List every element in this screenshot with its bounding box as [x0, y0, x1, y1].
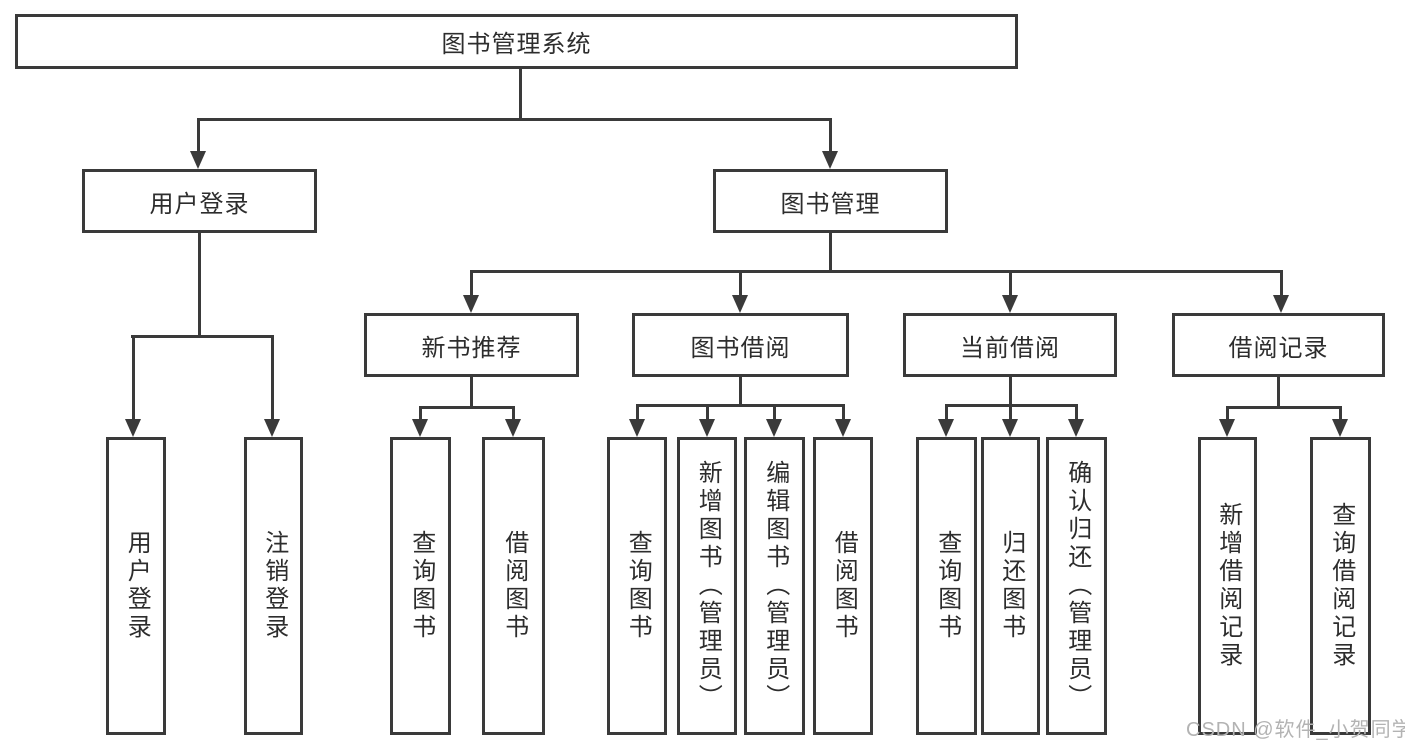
- arrowhead-down-icon: [412, 419, 428, 437]
- leaf-query-borrow-record: 查询借阅记录: [1310, 437, 1371, 735]
- connector-line: [1226, 406, 1342, 409]
- connector-line: [706, 404, 709, 421]
- connector-line: [419, 406, 422, 421]
- leaf-edit-book-admin-label: 编辑图书（管理员）: [761, 460, 789, 712]
- connector-line: [842, 404, 845, 421]
- leaf-query-book-rec-label: 查询图书: [407, 530, 435, 642]
- node-borrow-records-label: 借阅记录: [1228, 334, 1329, 362]
- node-book-mgmt-label: 图书管理: [780, 190, 881, 218]
- connector-line: [197, 118, 832, 121]
- leaf-return-book: 归还图书: [981, 437, 1040, 735]
- arrowhead-down-icon: [1002, 419, 1018, 437]
- leaf-logout: 注销登录: [244, 437, 303, 735]
- leaf-add-book-admin: 新增图书（管理员）: [677, 437, 737, 735]
- leaf-add-book-admin-label: 新增图书（管理员）: [694, 460, 722, 712]
- leaf-confirm-return-admin: 确认归还（管理员）: [1046, 437, 1107, 735]
- arrowhead-down-icon: [1002, 295, 1018, 313]
- connector-line: [1226, 406, 1229, 421]
- connector-line: [197, 118, 200, 154]
- leaf-query-book-current: 查询图书: [916, 437, 977, 735]
- connector-line: [1280, 270, 1283, 298]
- arrowhead-down-icon: [938, 419, 954, 437]
- connector-line: [945, 404, 1078, 407]
- node-book-borrow-label: 图书借阅: [690, 334, 791, 362]
- node-current-borrow-label: 当前借阅: [960, 334, 1060, 362]
- leaf-query-book-rec: 查询图书: [390, 437, 451, 735]
- connector-line: [1277, 377, 1280, 408]
- leaf-return-book-label: 归还图书: [997, 530, 1025, 642]
- connector-line: [271, 335, 274, 421]
- connector-line: [945, 404, 948, 421]
- leaf-edit-book-admin: 编辑图书（管理员）: [744, 437, 805, 735]
- arrowhead-down-icon: [1068, 419, 1084, 437]
- arrowhead-down-icon: [1332, 419, 1348, 437]
- arrowhead-down-icon: [264, 419, 280, 437]
- node-book-borrow: 图书借阅: [632, 313, 849, 377]
- leaf-logout-label: 注销登录: [260, 530, 288, 642]
- node-book-mgmt: 图书管理: [713, 169, 948, 233]
- arrowhead-down-icon: [732, 295, 748, 313]
- arrowhead-down-icon: [1273, 295, 1289, 313]
- connector-line: [636, 404, 845, 407]
- node-user-login-label: 用户登录: [149, 190, 250, 218]
- leaf-confirm-return-admin-label: 确认归还（管理员）: [1063, 460, 1091, 712]
- leaf-query-book-borrow: 查询图书: [607, 437, 667, 735]
- leaf-user-login-label: 用户登录: [123, 530, 151, 642]
- leaf-borrow-book-borrow-label: 借阅图书: [830, 530, 858, 642]
- node-new-book-rec-label: 新书推荐: [421, 334, 522, 362]
- arrowhead-down-icon: [629, 419, 645, 437]
- connector-line: [470, 270, 1282, 273]
- arrowhead-down-icon: [190, 151, 206, 169]
- arrowhead-down-icon: [125, 419, 141, 437]
- connector-line: [773, 404, 776, 421]
- connector-line: [1009, 404, 1012, 421]
- connector-line: [198, 233, 201, 337]
- connector-line: [1009, 270, 1012, 298]
- leaf-borrow-book-rec: 借阅图书: [482, 437, 545, 735]
- arrowhead-down-icon: [822, 151, 838, 169]
- leaf-borrow-book-rec-label: 借阅图书: [500, 530, 528, 642]
- connector-line: [829, 233, 832, 273]
- node-new-book-rec: 新书推荐: [364, 313, 579, 377]
- leaf-query-book-borrow-label: 查询图书: [624, 530, 652, 642]
- node-user-login: 用户登录: [82, 169, 317, 233]
- connector-line: [131, 335, 274, 338]
- connector-line: [636, 404, 639, 421]
- connector-line: [132, 335, 135, 421]
- node-root-label: 图书管理系统: [441, 31, 592, 58]
- leaf-query-borrow-record-label: 查询借阅记录: [1327, 502, 1355, 670]
- connector-line: [1339, 406, 1342, 421]
- arrowhead-down-icon: [699, 419, 715, 437]
- arrowhead-down-icon: [766, 419, 782, 437]
- node-root: 图书管理系统: [15, 14, 1018, 69]
- connector-line: [739, 270, 742, 298]
- connector-line: [519, 69, 522, 120]
- leaf-query-book-current-label: 查询图书: [933, 530, 961, 642]
- leaf-add-borrow-record-label: 新增借阅记录: [1214, 502, 1242, 670]
- leaf-borrow-book-borrow: 借阅图书: [813, 437, 873, 735]
- connector-line: [470, 270, 473, 298]
- connector-line: [419, 406, 515, 409]
- arrowhead-down-icon: [505, 419, 521, 437]
- connector-line: [1075, 404, 1078, 421]
- connector-line: [470, 377, 473, 408]
- connector-line: [739, 377, 742, 406]
- leaf-add-borrow-record: 新增借阅记录: [1198, 437, 1257, 735]
- arrowhead-down-icon: [463, 295, 479, 313]
- connector-line: [512, 406, 515, 421]
- arrowhead-down-icon: [1219, 419, 1235, 437]
- connector-line: [1009, 377, 1012, 406]
- connector-line: [829, 118, 832, 154]
- node-borrow-records: 借阅记录: [1172, 313, 1385, 377]
- arrowhead-down-icon: [835, 419, 851, 437]
- node-current-borrow: 当前借阅: [903, 313, 1117, 377]
- leaf-user-login: 用户登录: [106, 437, 166, 735]
- watermark: CSDN @软件_小贺同学: [1186, 719, 1405, 741]
